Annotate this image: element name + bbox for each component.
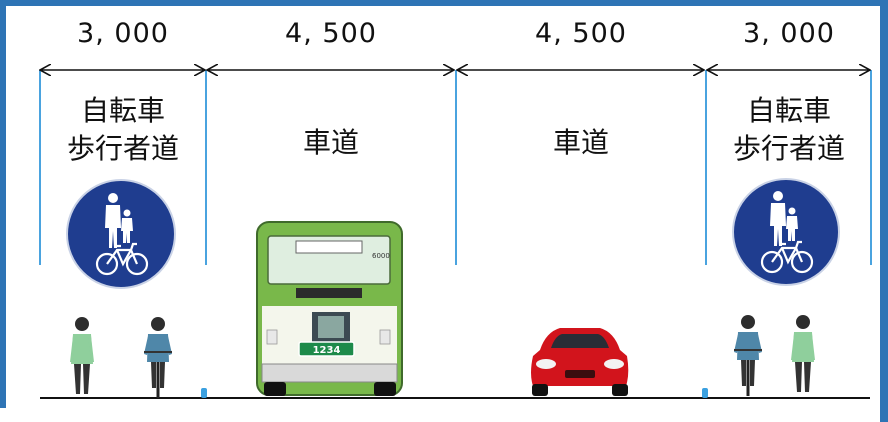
lane-divider-sidewalk-left <box>205 70 207 265</box>
cyclist-left-icon <box>144 317 172 398</box>
curb-marker-left <box>201 388 207 398</box>
lane-label-sidewalk-right: 自転車 歩行者道 <box>706 92 872 168</box>
lane-label-roadway-right: 車道 <box>552 126 609 159</box>
lane-label-line1: 自転車 <box>80 94 165 127</box>
bus-icon: 6000 1234 <box>256 221 403 396</box>
lane-divider-left-edge <box>39 70 41 265</box>
pedestrian-left-icon <box>70 317 94 394</box>
lane-label-line2: 歩行者道 <box>66 132 179 165</box>
frame-border-right <box>880 0 888 422</box>
lane-divider-center <box>455 70 457 265</box>
lane-label-sidewalk-left: 自転車 歩行者道 <box>40 92 206 168</box>
dimension-label-sidewalk-right: 3, 000 <box>743 18 835 49</box>
bus-route-number: 6000 <box>372 252 390 260</box>
cyclist-right-icon <box>734 315 762 396</box>
lane-divider-right-edge <box>870 70 872 265</box>
lane-label-line1: 自転車 <box>746 94 831 127</box>
dimension-label-sidewalk-left: 3, 000 <box>77 18 169 49</box>
pedestrian-bicycle-sign-right-icon <box>732 178 840 286</box>
lane-label-line2: 歩行者道 <box>732 132 845 165</box>
dimension-label-roadway-left: 4, 500 <box>285 18 377 49</box>
frame-border-left <box>0 0 6 408</box>
curb-marker-right <box>702 388 708 398</box>
dimension-label-roadway-right: 4, 500 <box>535 18 627 49</box>
lane-label-roadway-left: 車道 <box>302 126 359 159</box>
lane-divider-sidewalk-right <box>705 70 707 265</box>
bus-plate: 1234 <box>313 345 341 356</box>
frame-border-top <box>0 0 888 6</box>
pedestrian-right-icon <box>791 315 815 392</box>
car-icon <box>531 328 629 396</box>
pedestrian-bicycle-sign-left-icon <box>66 179 176 289</box>
